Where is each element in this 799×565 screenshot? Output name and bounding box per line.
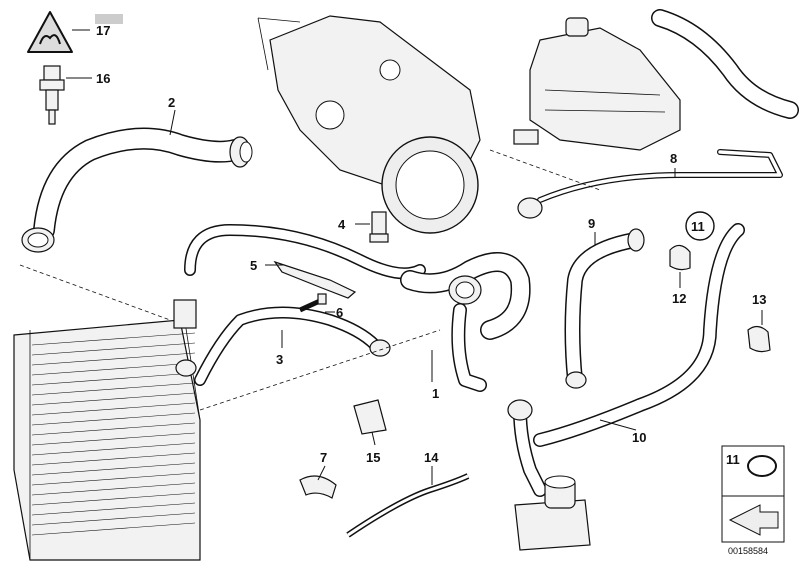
callout-1: 1: [432, 386, 439, 401]
clamp-13: [747, 325, 771, 353]
radiator-fin-line: [31, 472, 196, 486]
radiator-fin-line: [31, 392, 196, 406]
bolt-6: [298, 293, 327, 313]
water-pump-housing: [257, 15, 481, 234]
radiator-fin-line: [31, 492, 196, 506]
leader-lines: [66, 29, 763, 485]
legend-box-label: 11: [726, 452, 740, 467]
radiator-fin-line: [31, 342, 196, 356]
radiator-fin-line: [31, 482, 196, 496]
radiator-fin-line: [31, 352, 196, 366]
callout-4: 4: [338, 217, 346, 232]
radiator-fin-line: [31, 452, 196, 466]
radiator-fin-line: [31, 522, 196, 536]
hose-3: [173, 224, 426, 386]
radiator-fin-line: [31, 502, 196, 516]
radiator-fin-line: [31, 432, 196, 446]
callout-7: 7: [320, 450, 327, 465]
hose-clamp-12: [669, 244, 691, 271]
callout-5: 5: [250, 258, 257, 273]
hose-assembly-1: [400, 252, 531, 392]
callout-8: 8: [670, 151, 677, 166]
hose-9: [564, 228, 645, 389]
radiator-fin-line: [31, 412, 196, 426]
callout-13: 13: [752, 292, 766, 307]
radiator-fin-line: [31, 512, 196, 526]
legend-box: [721, 445, 785, 543]
assembly-guide-lines: [19, 149, 601, 411]
screw-plug-4: [369, 211, 389, 243]
cable-tie-14: [346, 473, 470, 538]
upper-radiator-hose: [21, 127, 253, 253]
callout-11: 11: [691, 219, 705, 234]
radiator-fin-line: [31, 462, 196, 476]
callout-17: 17: [96, 23, 110, 38]
callout-10: 10: [632, 430, 646, 445]
coolant-warning-symbol: [27, 11, 123, 53]
diagram-code: 00158584: [728, 546, 768, 556]
callout-9: 9: [588, 216, 595, 231]
expansion-tank: [513, 17, 681, 151]
radiator-fin-line: [31, 382, 196, 396]
clip-7: [299, 475, 337, 499]
radiator-fin-line: [31, 442, 196, 456]
callout-2: 2: [168, 95, 175, 110]
temperature-sensor: [39, 65, 65, 125]
radiator-fin-line: [31, 372, 196, 386]
radiator-fin-line: [31, 362, 196, 376]
callout-16: 16: [96, 71, 110, 86]
hose-10: [507, 223, 745, 497]
bracket-5: [273, 260, 357, 299]
radiator-fin-line: [31, 332, 196, 346]
callout-6: 6: [336, 305, 343, 320]
auxiliary-water-pump: [514, 475, 591, 551]
radiator-fin-line: [31, 402, 196, 416]
coolant-line-8: [517, 149, 783, 219]
upper-right-pipe: [651, 9, 799, 119]
clip-15: [353, 399, 387, 435]
radiator: [13, 319, 201, 561]
callout-12: 12: [672, 291, 686, 306]
callout-14: 14: [424, 450, 439, 465]
radiator-fin-line: [31, 422, 196, 436]
callout-15: 15: [366, 450, 380, 465]
callout-3: 3: [276, 352, 283, 367]
